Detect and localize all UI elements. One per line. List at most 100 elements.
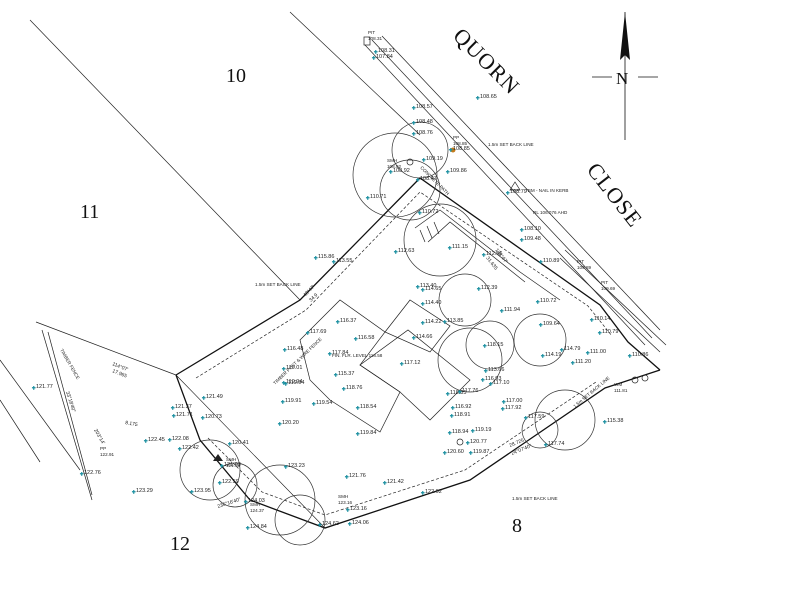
spot-level: 116.37: [340, 318, 356, 324]
spot-level: 115.38: [607, 418, 623, 424]
spot-level: 121.42: [387, 479, 404, 485]
spot-level-marker: +: [346, 508, 350, 514]
smh-value: 124.37: [250, 508, 264, 513]
spot-level: 118.91: [454, 412, 470, 418]
spot-level-marker: +: [484, 369, 488, 375]
fence-label: TIMBER FENCE: [59, 348, 80, 380]
spot-level-marker: +: [590, 318, 594, 324]
tree-canopy: [352, 132, 438, 218]
spot-level: 120.60: [447, 449, 464, 455]
spot-level-marker: +: [178, 447, 182, 453]
spot-level: 123.16: [350, 506, 367, 512]
spot-level: 113.66: [488, 367, 504, 373]
house-footprint: [299, 299, 471, 433]
spot-level: 121.71: [176, 412, 193, 418]
spot-level: 118.76: [346, 385, 362, 391]
spot-level-marker: +: [278, 422, 282, 428]
spot-level: 111.20: [575, 359, 591, 365]
setback-label: 1.5m SET BACK LINE: [255, 282, 301, 287]
setback-label: 1.5m SET BACK LINE: [572, 376, 610, 409]
spot-level-marker: +: [283, 348, 287, 354]
lot-number-8: 8: [512, 515, 522, 537]
spot-level: 116.48: [287, 346, 303, 352]
spot-level-marker: +: [502, 400, 506, 406]
spot-level: 108.47: [420, 176, 437, 182]
spot-level-marker: +: [318, 523, 322, 529]
spot-level: 108.57: [416, 104, 433, 110]
spot-level: 120.41: [232, 440, 249, 446]
spot-level: 122.42: [182, 445, 199, 451]
lot-boundary: [175, 177, 661, 529]
spot-level: 122.76: [84, 470, 101, 476]
concrete-path: [414, 209, 561, 301]
spot-level-marker: +: [482, 253, 486, 259]
lot-number-10: 10: [226, 65, 246, 87]
spot-level-marker: +: [32, 386, 36, 392]
spot-level-marker: +: [471, 429, 475, 435]
spot-level-marker: +: [332, 260, 336, 266]
tree-canopy: [179, 439, 241, 501]
smh-symbol: [406, 158, 414, 166]
spot-level-marker: +: [418, 211, 422, 217]
smh-label: SMH: [250, 502, 260, 507]
tree-canopy: [438, 273, 492, 327]
spot-level: 114.65: [425, 286, 441, 292]
spot-level: 112.96: [486, 251, 502, 257]
water-meter-icon: [631, 376, 639, 384]
lot-numbers: 10 11 12 8: [80, 65, 522, 555]
spot-level: 118.85: [450, 390, 466, 396]
north-label: N: [616, 69, 628, 88]
spot-level-marker: +: [190, 490, 194, 496]
spot-level: 111.15: [452, 244, 468, 250]
smh-value: 123.16: [338, 500, 352, 505]
spot-level-marker: +: [228, 442, 232, 448]
wm-label: WM: [614, 382, 622, 387]
spot-level-marker: +: [451, 406, 455, 412]
spot-level: 109.48: [524, 236, 541, 242]
tbm-triangle-icon: [509, 181, 521, 191]
floor-level-label: FIN. FLR. LEVEL 118.58: [332, 353, 383, 358]
spot-level: 122.92: [425, 489, 442, 495]
spot-level-marker: +: [356, 432, 360, 438]
spot-level-marker: +: [394, 250, 398, 256]
distance-label: 31.635: [484, 256, 498, 272]
spot-level-marker: +: [412, 336, 416, 342]
spot-level: 121.77: [36, 384, 53, 390]
spot-level-marker: +: [172, 414, 176, 420]
tree-canopy: [274, 494, 326, 546]
spot-level-marker: +: [336, 320, 340, 326]
spot-level-marker: +: [244, 500, 248, 506]
bearing-label: 33°18'40": [64, 391, 76, 413]
smh-label: SMH: [226, 457, 236, 462]
spot-level-marker: +: [416, 285, 420, 291]
spot-level-marker: +: [586, 351, 590, 357]
spot-level: 110.86: [632, 352, 648, 358]
spot-level: 110.72: [540, 298, 556, 304]
spot-level-marker: +: [80, 472, 84, 478]
spot-level-marker: +: [218, 481, 222, 487]
spot-level-marker: +: [520, 228, 524, 234]
setback-label: 1.5m SET BACK LINE: [488, 142, 534, 147]
spot-level: 123.95: [194, 488, 211, 494]
spot-level-marker: +: [421, 491, 425, 497]
spot-level-marker: +: [598, 331, 602, 337]
spot-level: 109.86: [450, 168, 467, 174]
spot-level-marker: +: [412, 121, 416, 127]
spot-level-marker: +: [446, 170, 450, 176]
distance-label: 17.965: [111, 368, 128, 379]
spot-level-marker: +: [202, 396, 206, 402]
spot-level: 121.03: [224, 462, 241, 468]
spot-level-marker: +: [220, 464, 224, 470]
spot-level-marker: +: [422, 158, 426, 164]
spot-level: 117.12: [404, 360, 420, 366]
spot-level-marker: +: [501, 407, 505, 413]
spot-level-marker: +: [421, 288, 425, 294]
spot-level-marker: +: [282, 381, 286, 387]
pit-symbol: [363, 36, 371, 46]
tree-canopy: [437, 327, 503, 393]
bearing-label: 114°07': [111, 361, 129, 373]
spot-level-marker: +: [448, 246, 452, 252]
spot-level: 108.76: [416, 130, 433, 136]
tree-canopy: [391, 121, 449, 179]
